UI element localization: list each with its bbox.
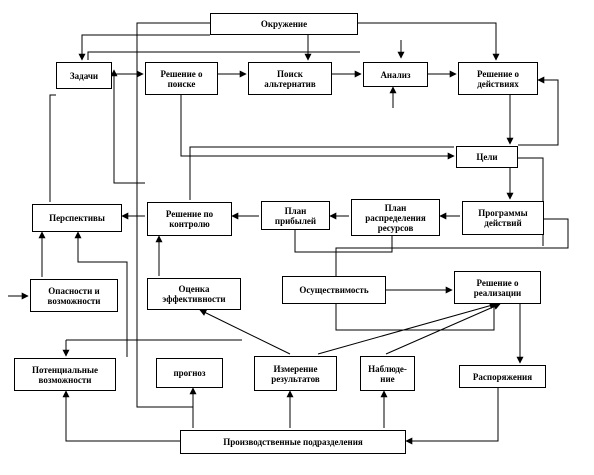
node-forecast: прогноз	[156, 358, 223, 388]
node-env: Окружение	[210, 13, 358, 35]
line-perspectives-to-tasks	[49, 94, 56, 202]
line-env-left-down	[136, 22, 210, 408]
node-perspectives: Перспективы	[32, 204, 122, 232]
node-search-dec: Решение о поиске	[145, 62, 218, 95]
arrow-search-dec-to-goals	[180, 95, 455, 160]
node-dangers: Опасности и возможности	[30, 279, 118, 312]
node-tasks: Задачи	[56, 62, 112, 89]
node-potential: Потенциальные возможности	[14, 358, 116, 391]
arrow-observation-to-impl	[385, 303, 501, 355]
node-measure: Измерение результатов	[254, 356, 337, 391]
node-efficiency: Оценка эффективности	[147, 278, 241, 310]
node-profit-plans: План прибылей	[261, 201, 330, 230]
line-goals-to-control	[189, 146, 454, 200]
line-potential-to-perspectives	[74, 231, 128, 357]
arrow-measure-to-efficiency	[199, 309, 291, 355]
node-action-dec: Решение о действиях	[458, 62, 538, 95]
arrow-env-to-action	[358, 22, 500, 61]
node-programs: Программы действий	[462, 201, 544, 235]
node-impl-dec: Решение о реализации	[454, 271, 541, 304]
arrow-production-to-potential	[62, 390, 180, 442]
node-orders: Распоряжения	[459, 365, 546, 388]
node-goals: Цели	[456, 146, 518, 168]
node-feasibility: Осуществимость	[282, 276, 386, 304]
node-observation: Наблюде- ние	[360, 356, 415, 391]
arrow-measure-to-impl	[317, 302, 497, 355]
line-profit-down	[294, 230, 393, 253]
node-production: Производственные подразделения	[180, 430, 406, 454]
arrow-orders-to-production	[405, 388, 499, 445]
arrow-top-to-env	[87, 51, 360, 60]
arrow-programs-to-impl	[335, 218, 569, 331]
node-control-dec: Решение по контролю	[147, 202, 232, 236]
node-resource-plans: План распределения ресурсов	[351, 199, 440, 236]
line-control-to-tasks	[110, 69, 145, 184]
arrow-env-to-tasks	[78, 34, 210, 61]
arrow-goals-to-action	[518, 76, 559, 146]
node-search-alt: Поиск альтернатив	[248, 62, 332, 95]
node-analysis: Анализ	[363, 62, 428, 87]
